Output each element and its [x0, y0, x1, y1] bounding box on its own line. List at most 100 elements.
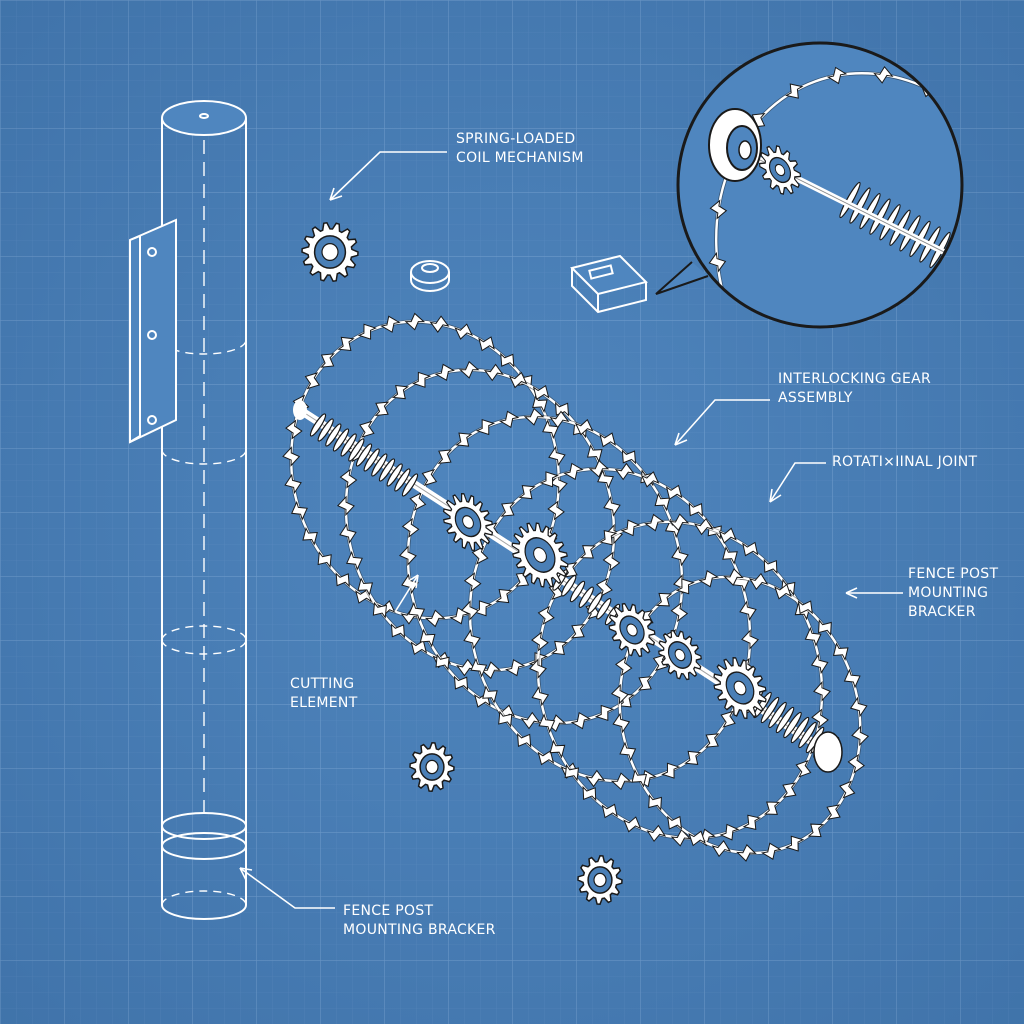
- razor-barb: [542, 419, 559, 440]
- razor-barb: [675, 578, 695, 595]
- razor-barb: [531, 685, 550, 707]
- razor-barb: [498, 710, 513, 728]
- spring-coil-turn: [760, 696, 780, 724]
- magnified-spring-detail-icon: [655, 41, 964, 329]
- razor-barb: [529, 658, 547, 679]
- razor-barb: [372, 601, 387, 619]
- gear-hub: [321, 243, 339, 261]
- razor-barb: [661, 762, 681, 779]
- leader-lines: [239, 151, 903, 909]
- razor-barb: [742, 814, 761, 831]
- razor-barb: [538, 713, 556, 734]
- razor-barb: [763, 801, 781, 815]
- razor-barb: [357, 323, 377, 340]
- spring-coil-turn: [378, 458, 396, 482]
- label-line: FENCE POST: [908, 566, 999, 582]
- razor-barb: [550, 640, 569, 656]
- razor-barb: [454, 323, 474, 340]
- razor-barb: [563, 462, 584, 481]
- spring-coil-turn: [340, 433, 357, 457]
- razor-barb: [531, 631, 549, 652]
- razor-barb: [380, 315, 401, 333]
- razor-barb: [570, 711, 592, 730]
- razor-barb: [520, 711, 541, 730]
- razor-barb: [839, 780, 856, 799]
- razor-barb: [614, 462, 635, 481]
- spring-coil-turn: [798, 721, 817, 749]
- razor-barb: [688, 502, 703, 518]
- razor-barb: [539, 471, 559, 488]
- razor-wire-coil: [398, 407, 692, 733]
- gear-icon: [658, 629, 702, 681]
- label-line: COIL MECHANISM: [456, 150, 584, 166]
- razor-barb: [826, 804, 841, 820]
- razor-barb: [811, 708, 829, 729]
- razor-barb: [435, 653, 450, 671]
- razor-barb: [304, 372, 321, 390]
- razor-barb: [599, 432, 616, 448]
- razor-barb: [761, 842, 782, 860]
- razor-barb: [478, 336, 495, 352]
- label-cutting-element: CUTTING ELEMENT: [290, 675, 358, 713]
- razor-barb: [419, 628, 436, 648]
- gear-hub: [774, 163, 786, 177]
- razor-barb: [594, 704, 615, 722]
- razor-barb: [704, 733, 720, 748]
- razor-barb: [284, 473, 302, 495]
- razor-barb: [774, 583, 792, 600]
- razor-barb: [684, 750, 702, 765]
- razor-barb: [621, 449, 637, 465]
- razor-barb: [610, 772, 632, 791]
- gear-hub: [626, 623, 638, 637]
- razor-barb: [549, 410, 570, 429]
- razor-barb: [602, 551, 621, 572]
- razor-barb: [458, 360, 480, 379]
- razor-barb: [359, 420, 375, 438]
- razor-barb: [374, 401, 390, 417]
- razor-barb: [722, 546, 738, 565]
- razor-barb: [739, 600, 757, 621]
- razor-barb: [537, 605, 555, 625]
- razor-barb: [670, 602, 689, 623]
- label-line: MOUNTING BRACKER: [343, 922, 496, 938]
- spring-coil-turn: [569, 580, 586, 603]
- spring-coil-turn: [587, 592, 603, 614]
- razor-barb: [317, 551, 332, 569]
- razor-barb: [807, 823, 825, 838]
- label-line: BRACKER: [908, 604, 976, 620]
- label-line: ASSEMBLY: [778, 390, 853, 406]
- spring-coil-turn: [839, 181, 861, 219]
- label-line: MOUNTING: [908, 585, 989, 601]
- gear-icon: [409, 742, 455, 792]
- razor-barb: [336, 495, 355, 517]
- spring-coil-turn: [363, 448, 380, 472]
- razor-barb: [456, 658, 477, 677]
- interlocking-gears: [442, 492, 767, 719]
- razor-barb: [404, 312, 426, 331]
- gear-icon: [608, 602, 656, 658]
- gear-icon: [511, 522, 569, 588]
- gear-icon: [442, 492, 494, 552]
- razor-barb: [357, 577, 374, 597]
- razor-barb: [523, 407, 545, 426]
- razor-barb: [460, 600, 479, 621]
- razor-barb: [547, 500, 565, 521]
- razor-barb: [655, 592, 673, 607]
- razor-barb: [741, 629, 760, 650]
- razor-barb: [849, 696, 868, 718]
- razor-barb: [652, 653, 669, 672]
- razor-barb: [579, 545, 597, 559]
- razor-barb: [719, 823, 740, 841]
- razor-barb: [637, 676, 653, 691]
- razor-barb: [644, 513, 665, 532]
- gear-hub: [593, 872, 607, 888]
- razor-barb: [648, 794, 662, 811]
- razor-wire-coil: [610, 568, 870, 862]
- razor-barb: [818, 619, 832, 636]
- razor-barb: [654, 492, 671, 512]
- label-spring-loaded-coil: SPRING-LOADED COIL MECHANISM: [456, 130, 584, 168]
- razor-barb: [804, 626, 822, 647]
- gear-icon: [713, 657, 767, 719]
- razor-barb: [548, 445, 566, 467]
- label-interlocking-gear-assembly: INTERLOCKING GEAR ASSEMBLY: [778, 370, 931, 408]
